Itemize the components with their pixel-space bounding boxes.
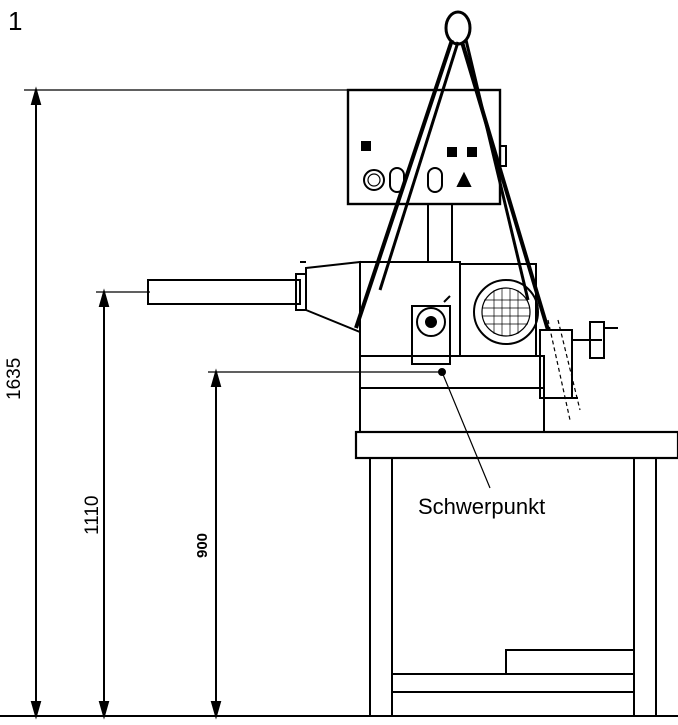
control-panel [346, 88, 507, 206]
dial-wheel [411, 295, 451, 365]
dimension-line-1635 [24, 86, 350, 720]
center-of-gravity-marker [438, 368, 491, 489]
spindle-arm [147, 260, 361, 334]
tool-holder [539, 319, 618, 421]
column [427, 203, 453, 263]
motor [473, 279, 539, 345]
dimension-line-1110 [96, 288, 150, 720]
dimension-line-900 [208, 368, 442, 720]
lifting-chain [354, 10, 550, 331]
machine-head [459, 263, 537, 357]
center-of-gravity-label: Schwerpunkt [418, 494, 546, 519]
machine-table [354, 430, 678, 717]
dimension-label-total-height: 1635 [4, 357, 25, 400]
dimension-label-cog-height: 900 [194, 532, 211, 558]
dimension-label-spindle-height: 1110 [82, 495, 103, 535]
figure-number: 1 [8, 6, 23, 36]
machine-base [359, 261, 545, 433]
